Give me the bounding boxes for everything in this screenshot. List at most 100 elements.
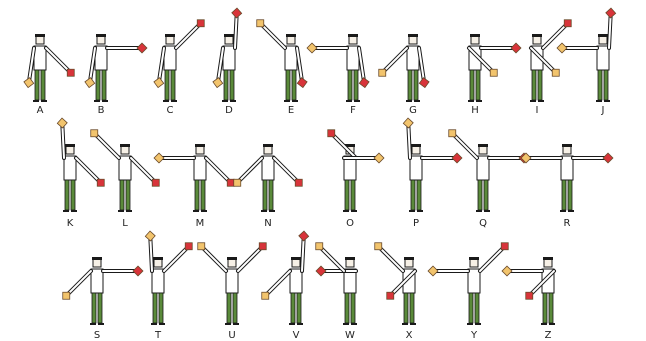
right-shoe [233,323,239,325]
left-leg [598,70,602,100]
hair [96,34,106,37]
right-shoe [538,100,544,102]
hair [598,34,608,37]
shirt [347,46,359,70]
right-leg [297,293,301,323]
signal-o: O [328,130,384,229]
left-flag [262,292,269,299]
left-shoe [530,100,536,102]
shirt [164,46,176,70]
right-shoe [414,100,420,102]
right-leg [41,70,45,100]
left-flag [57,118,67,128]
right-leg [549,293,553,323]
shirt [597,46,609,70]
hair [478,144,488,147]
left-leg [153,293,157,323]
right-flag [227,179,234,186]
signal-d: D [213,8,242,116]
shirt [285,46,297,70]
left-leg [291,293,295,323]
left-shoe [343,210,349,212]
right-leg [98,293,102,323]
letter-label: Y [470,330,478,341]
left-sleeve [384,48,407,71]
hair [404,257,414,260]
hair [286,34,296,37]
right-leg [233,293,237,323]
left-leg [345,180,349,210]
hair [348,34,358,37]
left-leg [469,293,473,323]
left-shoe [222,100,228,102]
left-shoe [560,210,566,212]
right-flag [67,69,74,76]
right-shoe [604,100,610,102]
left-leg [92,293,96,323]
left-shoe [284,100,290,102]
right-flag [501,243,508,250]
letter-label: C [167,105,174,116]
signal-c: C [154,20,204,116]
signal-t: T [145,231,192,341]
left-sleeve [239,158,262,181]
left-shoe [63,210,69,212]
right-shoe [484,210,490,212]
letter-label: Q [479,218,487,229]
hair [35,34,45,37]
left-shoe [409,210,415,212]
right-shoe [417,210,423,212]
left-sleeve [262,25,285,48]
right-flag [359,78,369,88]
signal-r: R [521,144,613,229]
letter-label: R [564,218,571,229]
shirt [477,156,489,180]
shirt [64,156,76,180]
right-leg [414,70,418,100]
letter-label: V [293,330,300,341]
letter-label: F [350,105,356,116]
right-shoe [568,210,574,212]
left-flag [213,78,223,88]
letter-label: K [67,218,74,229]
letter-label: O [346,218,354,229]
shirt [262,156,274,180]
left-flag [375,243,382,250]
left-flag [449,130,456,137]
right-leg [351,293,355,323]
right-flag [511,43,521,53]
shirt [561,156,573,180]
right-flag [137,43,147,53]
left-leg [195,180,199,210]
left-leg [224,70,228,100]
right-flag [452,153,462,163]
hair [165,34,175,37]
hair [263,144,273,147]
letter-label: H [471,105,479,116]
right-flag [232,8,242,18]
left-flag [490,69,497,76]
signal-n: N [234,144,302,229]
signal-h: H [468,34,521,116]
right-shoe [269,210,275,212]
letter-label: Z [545,330,552,341]
hair [411,144,421,147]
left-shoe [151,323,157,325]
letter-label: N [264,218,271,229]
letter-label: L [122,218,128,229]
right-leg [102,70,106,100]
right-flag [526,292,533,299]
left-flag [379,69,386,76]
signal-b: B [85,34,147,116]
shirt [410,156,422,180]
right-leg [476,70,480,100]
left-sleeve [68,271,91,294]
left-leg [286,70,290,100]
signal-x: X [375,243,416,341]
letter-label: W [345,330,355,341]
right-shoe [41,100,47,102]
signal-e: E [257,20,307,116]
signal-m: M [154,144,234,229]
right-leg [269,180,273,210]
